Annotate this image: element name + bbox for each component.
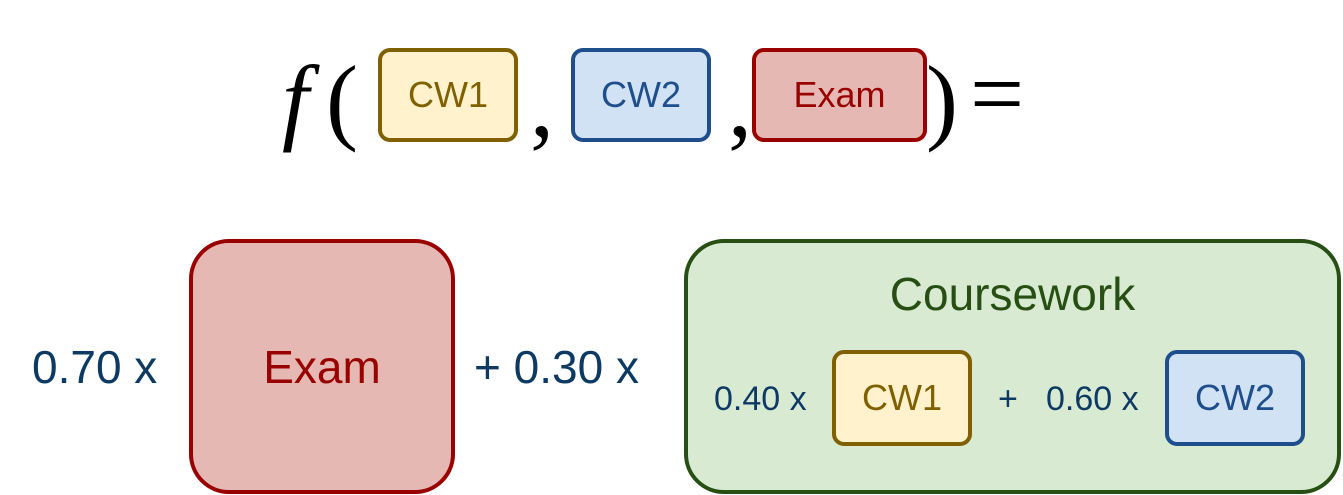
equals-sign: = (970, 40, 1025, 147)
coursework-coefficient: + 0.30 x (474, 341, 639, 393)
exam-box: Exam (189, 239, 455, 494)
arg-cw2-label: CW2 (601, 74, 681, 115)
function-name: f (282, 46, 309, 153)
open-paren: ( (326, 46, 358, 153)
arg-exam-label: Exam (793, 74, 886, 115)
cw1-box: CW1 (832, 350, 972, 446)
coursework-title: Coursework (889, 268, 1136, 320)
comma-2: , (728, 50, 752, 157)
arg-cw2-box: CW2 (571, 48, 711, 142)
cw1-coefficient: 0.40 x (714, 380, 807, 418)
cw2-label: CW2 (1195, 377, 1275, 418)
exam-label: Exam (263, 340, 381, 393)
plus-sign: + (998, 380, 1018, 418)
exam-coefficient: 0.70 x (32, 341, 158, 393)
coursework-panel: Coursework 0.40 x CW1 + 0.60 x CW2 (684, 239, 1341, 494)
arg-cw1-label: CW1 (408, 74, 488, 115)
arg-cw1-box: CW1 (378, 48, 518, 142)
cw2-box: CW2 (1165, 350, 1305, 446)
comma-1: , (530, 50, 554, 157)
close-paren: ) (926, 46, 958, 153)
arg-exam-box: Exam (752, 48, 927, 142)
cw2-coefficient: 0.60 x (1046, 380, 1139, 418)
cw1-label: CW1 (862, 377, 942, 418)
